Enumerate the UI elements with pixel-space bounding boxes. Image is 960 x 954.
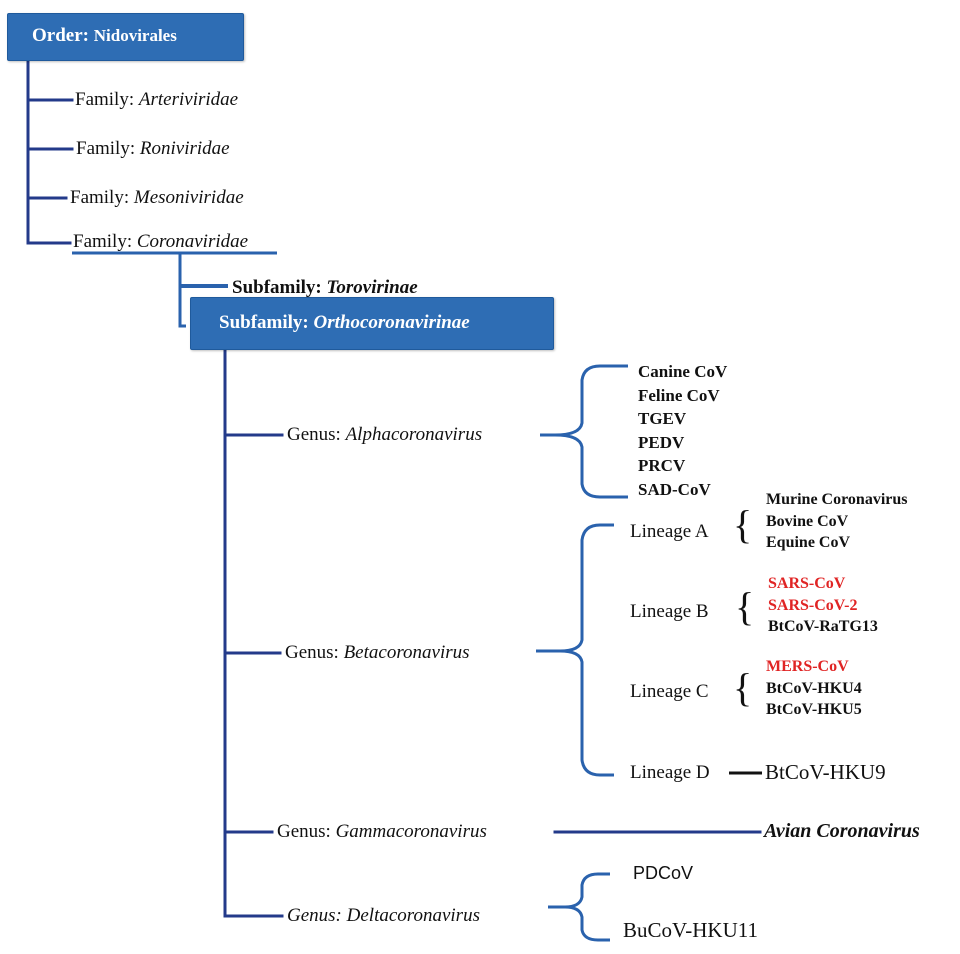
family-name: Arteriviridae (138, 89, 239, 110)
family-mesoniviridae: Family: Mesoniviridae (70, 187, 244, 209)
species-item: PRCV (638, 456, 686, 475)
order-label: Order: (32, 25, 89, 46)
species-item: Bovine CoV (766, 512, 849, 530)
species-item: TGEV (638, 409, 687, 428)
species-item: Avian Coronavirus (764, 820, 920, 842)
family-label: Family: (70, 187, 130, 208)
subfamily-orthocoronavirinae-box: Subfamily: Orthocoronavirinae (190, 297, 554, 350)
subfamily-torovirinae: Subfamily: Torovirinae (232, 277, 418, 299)
species-item: PDCoV (633, 863, 694, 883)
species-item: Feline CoV (638, 385, 720, 405)
lineage-b-label: Lineage B (630, 601, 709, 622)
species-item: BtCoV-RaTG13 (768, 618, 878, 635)
species-item-highlighted: SARS-CoV (768, 575, 846, 592)
subfamily-trunk-line (178, 253, 186, 328)
species-item: PEDV (638, 432, 685, 452)
genus-betacoronavirus: Genus: Betacoronavirus (285, 642, 470, 664)
species-item: SAD-CoV (638, 479, 711, 499)
family-label: Family: (73, 231, 133, 252)
family-coronaviridae: Family: Coronaviridae (73, 231, 248, 253)
species-item: BtCoV-HKU5 (766, 701, 862, 718)
order-box: Order: Nidovirales (7, 13, 244, 61)
species-item-highlighted: MERS-CoV (766, 658, 849, 675)
species-item: BuCoV-HKU11 (623, 918, 758, 942)
family-roniviridae: Family: Roniviridae (76, 138, 230, 160)
lineage-b-species-list: SARS-CoV SARS-CoV-2 BtCoV-RaTG13 (768, 573, 878, 638)
subfamily-label: Subfamily: (232, 277, 322, 298)
lineage-a-species-list: Murine Coronavirus Bovine CoV Equine CoV (766, 489, 907, 554)
lineage-c-label: Lineage C (630, 681, 709, 702)
lineage-a-label: Lineage A (630, 521, 709, 542)
genus-label: Genus: (277, 821, 331, 842)
genus-alphacoronavirus: Genus: Alphacoronavirus (287, 424, 482, 446)
lineage-a-brace-icon: { (733, 502, 753, 547)
order-name: Nidovirales (93, 26, 177, 45)
family-arteriviridae: Family: Arteriviridae (75, 89, 238, 111)
lineage-c-species-list: MERS-CoV BtCoV-HKU4 BtCoV-HKU5 (766, 656, 862, 721)
species-item: BtCoV-HKU4 (766, 679, 862, 697)
beta-brace (536, 523, 614, 777)
family-name: Mesoniviridae (133, 187, 244, 208)
genus-label: Genus: (287, 905, 342, 926)
species-item: Canine CoV (638, 362, 728, 381)
lineage-d-label: Lineage D (630, 762, 710, 783)
genus-gammacoronavirus: Genus: Gammacoronavirus (277, 821, 487, 843)
alpha-species-list: Canine CoV Feline CoV TGEV PEDV PRCV SAD… (638, 360, 727, 501)
lineage-c-brace-icon: { (733, 665, 753, 710)
subfamily-name: Orthocoronavirinae (313, 312, 470, 333)
species-item-highlighted: SARS-CoV-2 (768, 596, 858, 614)
family-label: Family: (76, 138, 136, 159)
subfamily-label: Subfamily: (219, 312, 309, 333)
genus-name: Alphacoronavirus (345, 424, 483, 445)
genus-label: Genus: (285, 642, 339, 663)
species-item: Murine Coronavirus (766, 491, 908, 508)
genus-label: Genus: (287, 424, 341, 445)
alpha-brace (540, 364, 628, 499)
family-name: Roniviridae (139, 138, 230, 159)
family-label: Family: (75, 89, 135, 110)
genus-deltacoronavirus: Genus: Deltacoronavirus (287, 905, 480, 927)
subfamily-name: Torovirinae (326, 277, 418, 298)
genus-name: Deltacoronavirus (346, 905, 480, 926)
delta-brace (548, 872, 610, 942)
species-item: Equine CoV (766, 534, 851, 551)
genus-name: Gammacoronavirus (335, 821, 487, 842)
lineage-b-brace-icon: { (735, 584, 755, 629)
species-item: BtCoV-HKU9 (765, 760, 886, 784)
genus-name: Betacoronavirus (343, 642, 470, 663)
family-name: Coronaviridae (136, 231, 249, 252)
